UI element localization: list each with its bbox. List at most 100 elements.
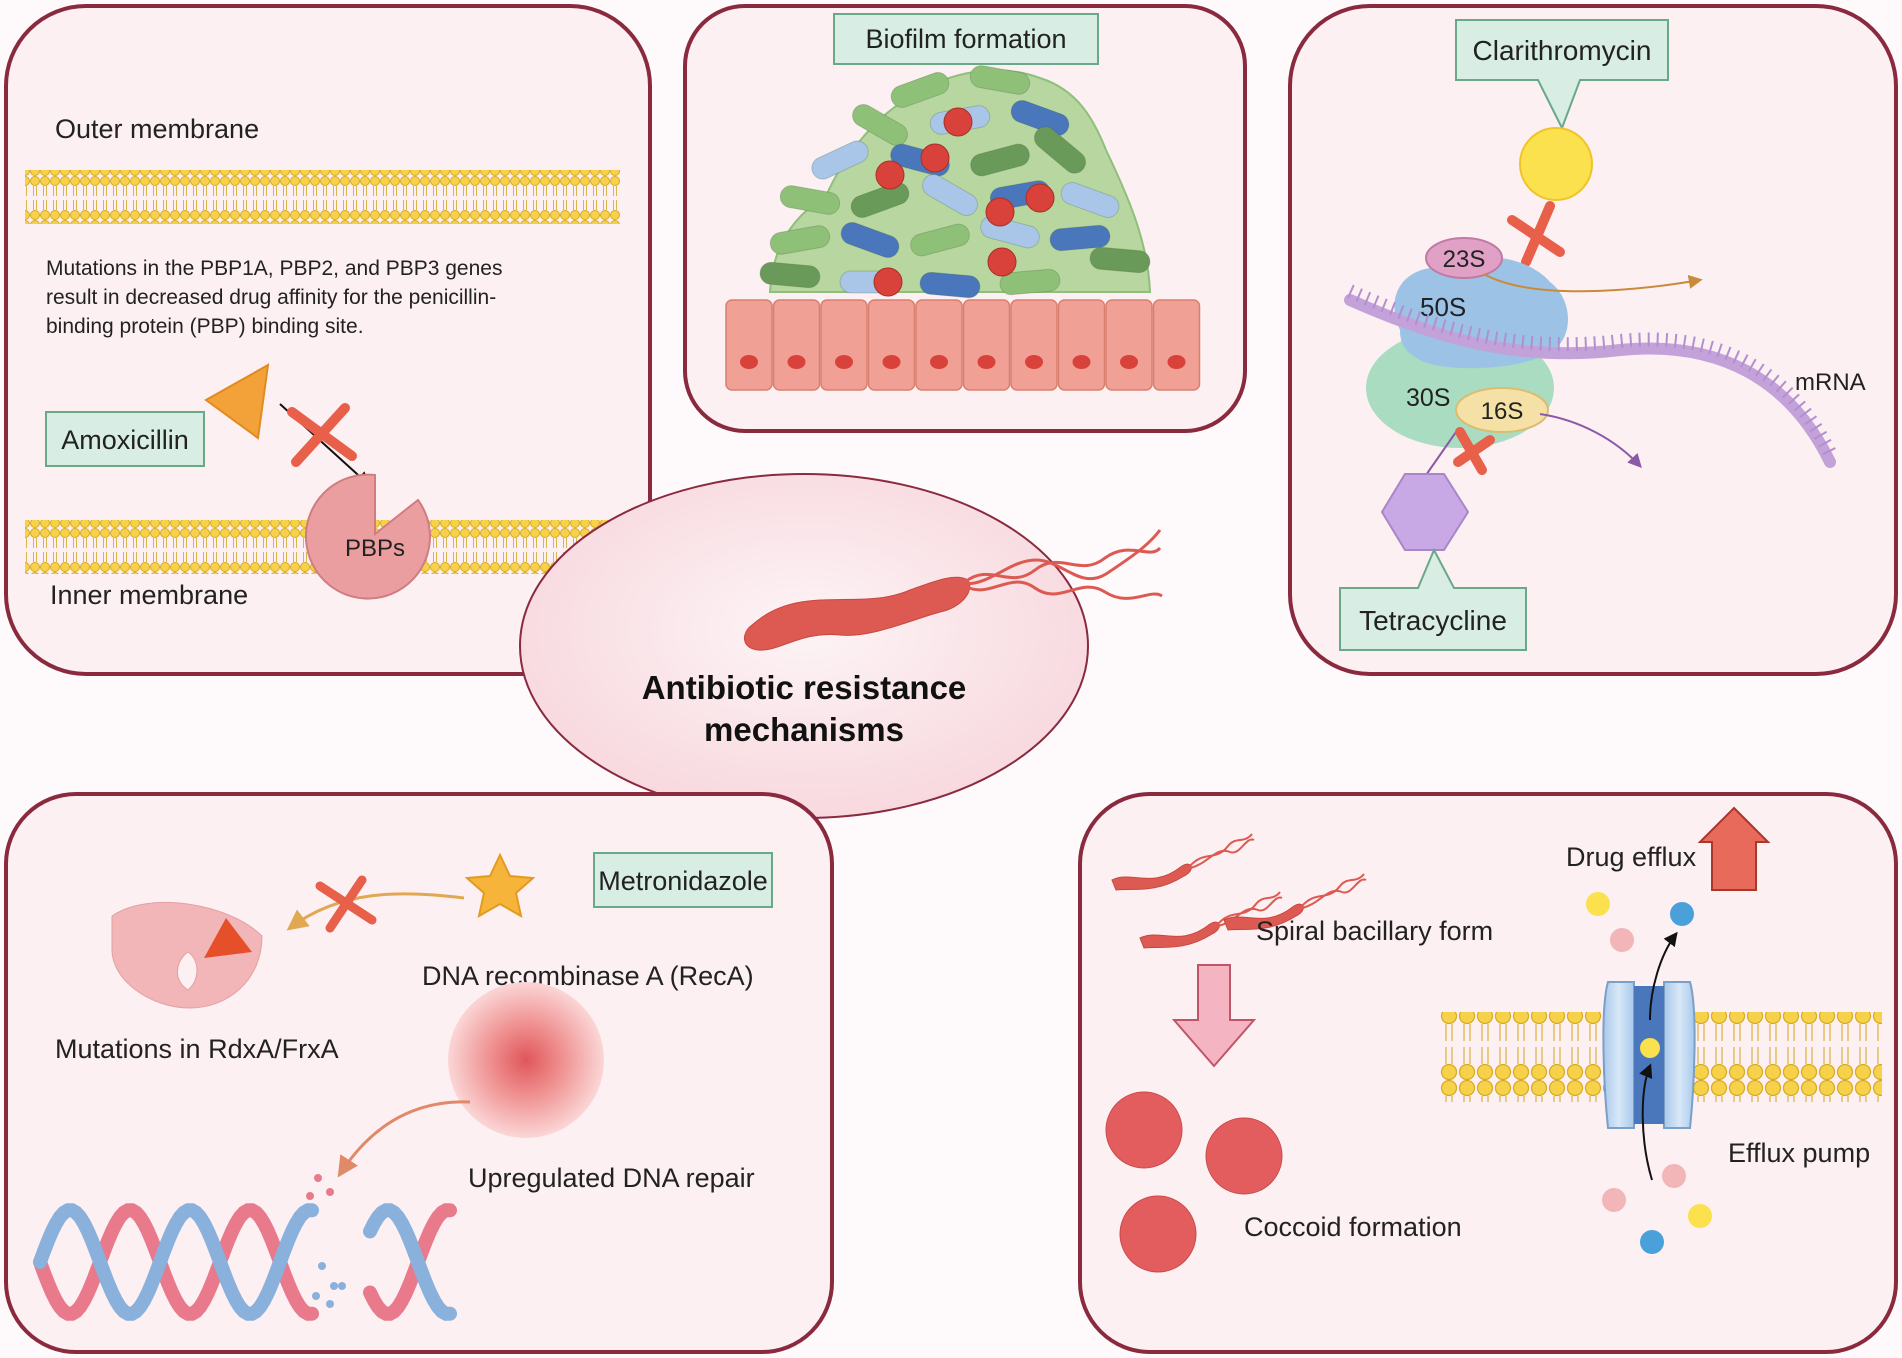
- 23s-rrna-icon: [1425, 237, 1503, 279]
- dna-strand: [363, 1203, 457, 1321]
- dna-fragment: [326, 1300, 334, 1308]
- spiral-bacteria-group: [1111, 833, 1367, 949]
- dna-fragment: [314, 1174, 322, 1182]
- rdxa-frxa-mutation-label: Mutations in RdxA/FrxA: [55, 1034, 339, 1064]
- biofilm-rod-bacterium: [919, 271, 981, 299]
- metronidazole-label-box: [593, 852, 773, 908]
- biofilm-rod-bacterium: [970, 143, 1030, 177]
- molecule-dot: [1662, 1164, 1686, 1188]
- biofilm-rod-bacterium: [890, 72, 950, 108]
- tetracycline-molecule-icon: [1380, 473, 1470, 551]
- 16s-label: 16S: [1481, 398, 1524, 425]
- biofilm-rod-bacterium: [1033, 126, 1087, 174]
- 16s-pathway-arrow: [1539, 413, 1642, 469]
- clarithromycin-callout: [1455, 19, 1669, 131]
- mrna-label: mRNA: [1795, 369, 1866, 396]
- cell-nucleus: [1120, 355, 1138, 369]
- epithelial-cell: [962, 299, 1011, 391]
- flagellum-icon: [1217, 891, 1281, 925]
- biofilm-label-box: [833, 13, 1099, 65]
- center-hub: Antibiotic resistance mechanisms: [519, 473, 1163, 819]
- biofilm-coccus: [1025, 183, 1055, 213]
- metronidazole-label: Metronidazole: [598, 866, 768, 896]
- bacterium-flagella-icon: [964, 529, 1163, 600]
- outer-membrane: [25, 170, 620, 224]
- panel-metronidazole: Metronidazole Mutations in RdxA/FrxA DNA…: [4, 792, 834, 1354]
- coccoid-cell-icon: [1119, 1195, 1197, 1273]
- molecule-dot: [1610, 928, 1634, 952]
- 30s-label: 30S: [1406, 384, 1450, 412]
- amoxicillin-label-box: [45, 411, 205, 467]
- outer-membrane-label: Outer membrane: [55, 114, 259, 144]
- cell-nucleus: [1025, 355, 1043, 369]
- molecule-dot: [1602, 1188, 1626, 1212]
- panel-pbp: Outer membrane Mutations in the PBP1A, P…: [4, 4, 652, 676]
- clarithromycin-molecule-icon: [1519, 127, 1593, 201]
- biofilm-rod-bacterium: [922, 174, 978, 216]
- dna-fragment: [338, 1282, 346, 1290]
- dna-fragment: [312, 1292, 320, 1300]
- biofilm-bacteria: [759, 65, 1151, 299]
- panel-biofilm: Biofilm formation: [683, 4, 1247, 433]
- 23s-label: 23S: [1443, 246, 1486, 273]
- biofilm-rod-bacterium: [969, 65, 1031, 95]
- epithelial-cell: [1057, 299, 1106, 391]
- tetracycline-callout: [1339, 547, 1527, 651]
- biofilm-rod-bacterium: [850, 182, 910, 218]
- inhibition-x-icon: [287, 403, 357, 467]
- epithelial-cell: [1010, 299, 1058, 391]
- metronidazole-activation-arrow: [286, 892, 465, 931]
- flagellum-icon: [1189, 833, 1253, 867]
- molecule-dot: [1640, 1230, 1664, 1254]
- cell-nucleus: [1167, 355, 1186, 369]
- epithelial-cell: [1105, 299, 1153, 391]
- panel-morphology-efflux: Spiral bacillary form Coccoid formation …: [1078, 792, 1898, 1354]
- biofilm-rod-bacterium: [769, 225, 831, 255]
- 23s-pathway-arrow: [1483, 273, 1703, 293]
- pbp-description-line-3: binding protein (PBP) binding site.: [46, 315, 364, 338]
- flagellum-icon: [1301, 878, 1367, 909]
- cell-nucleus: [1072, 355, 1091, 369]
- biofilm-coccus: [875, 160, 905, 190]
- epithelial-cell: [915, 299, 963, 391]
- epithelial-cell: [820, 299, 868, 391]
- biofilm-coccus: [943, 107, 973, 137]
- biofilm-rod-bacterium: [1060, 182, 1120, 218]
- panel-ribosome: Clarithromycin 50S mRNA 30S 23S 16S Te: [1288, 4, 1898, 676]
- pbp-description-line-1: Mutations in the PBP1A, PBP2, and PBP3 g…: [46, 257, 502, 280]
- tetracycline-inhibition-x-icon: [1453, 427, 1495, 475]
- 50s-subunit-icon: [1394, 257, 1568, 369]
- biofilm-rod-bacterium: [999, 268, 1061, 296]
- epithelial-cell: [1152, 299, 1201, 391]
- metronidazole-inhibition-x-icon: [315, 875, 377, 933]
- epithelial-cells: [725, 299, 1201, 391]
- molecule-dot: [1670, 902, 1694, 926]
- helicobacter-bacterium-icon: [744, 576, 971, 651]
- molecule-dot: [1688, 1204, 1712, 1228]
- biofilm-coccus: [987, 247, 1017, 277]
- amoxicillin-label: Amoxicillin: [61, 425, 189, 455]
- reca-label: DNA recombinase A (RecA): [422, 961, 754, 991]
- efflux-pump-left-icon: [1602, 981, 1635, 1129]
- dna-strand: [33, 1203, 319, 1321]
- dna-repair-arrow: [337, 1100, 471, 1178]
- biofilm-rod-bacterium: [1049, 224, 1111, 252]
- inner-membrane-label: Inner membrane: [50, 580, 248, 610]
- biofilm-rod-bacterium: [1089, 246, 1151, 274]
- cell-nucleus: [835, 355, 853, 369]
- biofilm-coccus: [985, 197, 1015, 227]
- cell-nucleus: [787, 355, 806, 369]
- reca-protein-icon: [448, 982, 604, 1138]
- clarithromycin-inhibition-x-icon: [1507, 201, 1565, 267]
- efflux-increase-arrow-icon: [1697, 806, 1771, 891]
- activated-drug-triangle-icon: [204, 918, 252, 958]
- efflux-pump-label: Efflux pump: [1728, 1138, 1870, 1168]
- coccoid-cell-icon: [1105, 1091, 1183, 1169]
- epithelial-cell: [772, 299, 821, 391]
- molecule-dot: [1586, 892, 1610, 916]
- spiral-bacterium-icon: [1139, 921, 1220, 949]
- biofilm-rod-bacterium: [779, 185, 841, 215]
- pbp-description-line-2: result in decreased drug affinity for th…: [46, 286, 496, 309]
- efflux-pump-right-icon: [1663, 981, 1696, 1129]
